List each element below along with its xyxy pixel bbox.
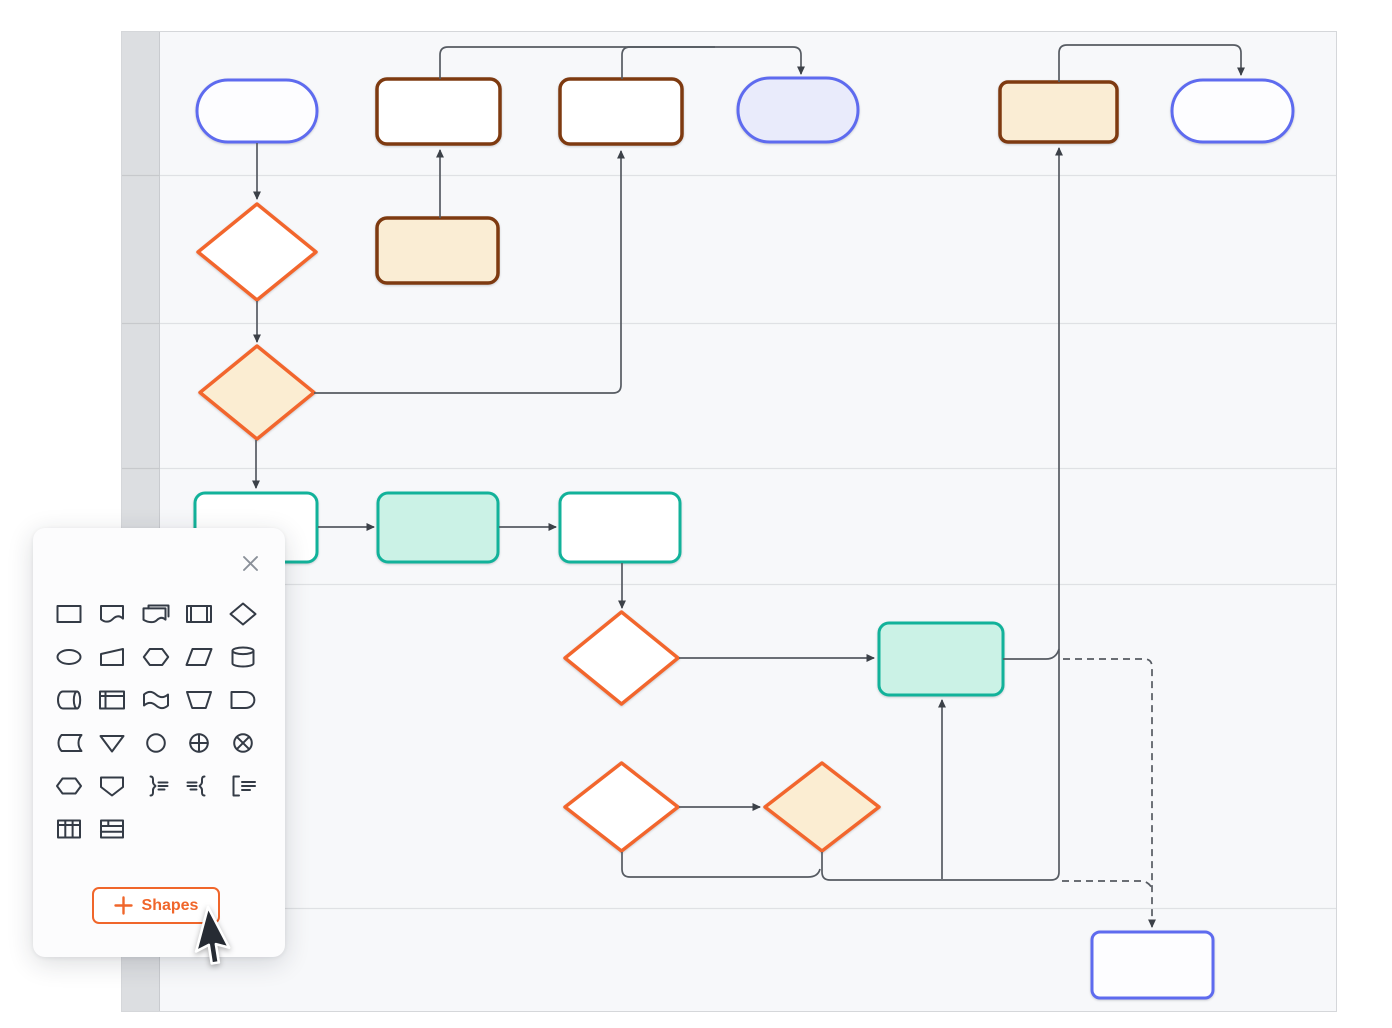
shape-icon-predefined-process[interactable] <box>178 592 222 635</box>
connector-e-brown2-merge[interactable] <box>621 46 715 79</box>
shape-icon-bracket-note[interactable] <box>221 764 265 807</box>
connector-e-brown1-term2[interactable] <box>439 46 805 79</box>
connector-e-teal4-merge[interactable] <box>1003 648 1060 660</box>
shape-icon-merge[interactable] <box>91 721 135 764</box>
node-decision-3[interactable] <box>563 610 680 706</box>
shape-icon-decision[interactable] <box>221 592 265 635</box>
shape-icon-paper-tape[interactable] <box>134 678 178 721</box>
node-terminator-1[interactable] <box>195 78 319 144</box>
plus-icon <box>113 896 133 915</box>
shape-icon-connector[interactable] <box>134 721 178 764</box>
shape-icon-cylinder[interactable] <box>221 635 265 678</box>
shape-icon-brace-note-right[interactable] <box>134 764 178 807</box>
shape-icon-delay[interactable] <box>221 678 265 721</box>
node-process-brown-2[interactable] <box>558 77 684 146</box>
node-decision-4[interactable] <box>563 761 680 853</box>
shape-icon-off-page-connector[interactable] <box>91 764 135 807</box>
shape-icon-rectangle[interactable] <box>47 592 91 635</box>
node-decision-1[interactable] <box>196 202 318 302</box>
connector-e-dashed-blue[interactable] <box>1063 658 1156 929</box>
shape-icon-stored-data[interactable] <box>47 721 91 764</box>
shape-icon-ellipse[interactable] <box>47 635 91 678</box>
node-process-tan-top[interactable] <box>998 80 1119 144</box>
node-process-teal-3[interactable] <box>558 491 682 564</box>
shape-icon-grid <box>47 592 265 850</box>
shape-icon-loop-limit[interactable] <box>47 764 91 807</box>
node-process-blue-end[interactable] <box>1090 930 1215 1000</box>
shape-icon-multiple-documents[interactable] <box>134 592 178 635</box>
shapes-panel: Shapes <box>33 528 285 957</box>
node-terminator-3[interactable] <box>1170 78 1295 144</box>
add-shapes-label: Shapes <box>141 896 199 914</box>
shape-icon-table-columns[interactable] <box>47 807 91 850</box>
mouse-cursor <box>194 905 231 965</box>
shape-icon-brace-note-left[interactable] <box>178 764 222 807</box>
node-decision-2[interactable] <box>198 344 316 441</box>
connector-e-dec4-merge[interactable] <box>621 852 821 878</box>
shape-icon-manual-operation[interactable] <box>178 678 222 721</box>
node-process-brown-1[interactable] <box>375 77 502 146</box>
connector-e-dec2-brown2[interactable] <box>314 149 625 394</box>
add-shapes-button[interactable]: Shapes <box>92 887 220 924</box>
node-terminator-2[interactable] <box>736 76 860 144</box>
connector-e-dashed-merge[interactable] <box>1062 880 1153 890</box>
shape-icon-internal-storage[interactable] <box>91 678 135 721</box>
shape-icon-hexagon[interactable] <box>134 635 178 678</box>
shape-icon-manual-input[interactable] <box>91 635 135 678</box>
node-decision-5[interactable] <box>763 761 881 853</box>
shape-icon-direct-access-storage[interactable] <box>47 678 91 721</box>
shape-icon-document[interactable] <box>91 592 135 635</box>
connector-e-tantop-term3[interactable] <box>1058 44 1245 82</box>
node-process-tan-2[interactable] <box>375 216 500 285</box>
close-icon[interactable] <box>239 552 261 574</box>
node-process-teal-4[interactable] <box>877 621 1005 697</box>
shape-icon-parallelogram[interactable] <box>178 635 222 678</box>
connector-e-dec5-tantop[interactable] <box>821 146 1063 881</box>
node-process-teal-2[interactable] <box>376 491 500 564</box>
shape-icon-summing-junction[interactable] <box>221 721 265 764</box>
shape-icon-table-rows[interactable] <box>91 807 135 850</box>
canvas-frame <box>121 31 1337 1012</box>
shape-icon-or-junction[interactable] <box>178 721 222 764</box>
